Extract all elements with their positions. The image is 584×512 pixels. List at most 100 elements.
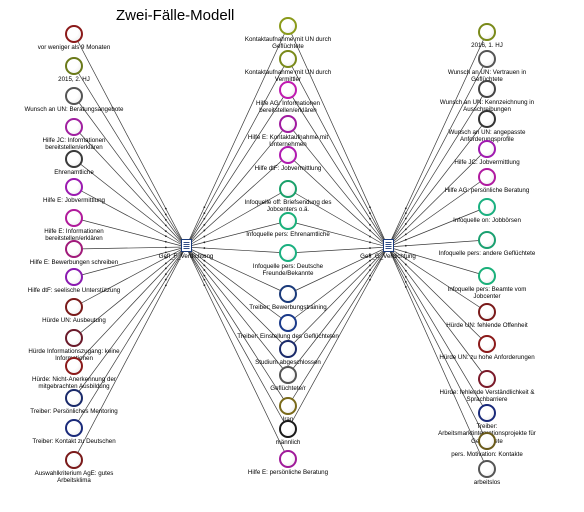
edge-r3-G [387, 118, 488, 248]
node-c1[interactable]: Kontaktaufnahme mit UN durch Vermittler [208, 50, 368, 84]
node-circle-icon [478, 80, 496, 98]
edge-arrow [369, 206, 371, 209]
node-l8[interactable]: Hilfe dtF: seelische Unterstützung [0, 268, 154, 294]
node-label: Treiber: Persönliches Mentoring [30, 408, 118, 415]
node-circle-icon [279, 81, 297, 99]
node-c11[interactable]: Geflüchtete/r [208, 366, 368, 392]
node-r8[interactable]: Infoquelle pers: Beamte vom Jobcenter [407, 267, 567, 301]
node-l3[interactable]: Hilfe JC: Informationen bereitstellen/er… [0, 118, 154, 152]
node-circle-icon [279, 366, 297, 384]
node-label: vor weniger als 9 Monaten [37, 44, 111, 51]
node-l7[interactable]: Hilfe E: Bewerbungen schreiben [0, 240, 154, 266]
node-r7[interactable]: Infoquelle pers: andere Geflüchtete [407, 231, 567, 257]
node-l13[interactable]: Treiber: Kontakt zu Deutschen [0, 419, 154, 445]
node-r9[interactable]: Hürde UN: fehlende Offenheit [407, 303, 567, 329]
node-circle-icon [65, 240, 83, 258]
node-l5[interactable]: Hilfe E: Jobvermittlung [0, 178, 154, 204]
edge-c9-F [185, 246, 289, 324]
edge-arrow [164, 284, 167, 287]
hub-F[interactable]: Gefl_F_Verdichtung [146, 239, 226, 260]
node-label: Infoquelle pers: Deutsche Freunde/Bekann… [252, 263, 324, 278]
node-l9[interactable]: Hürde UN: Ausbeutung [0, 298, 154, 324]
node-c12[interactable]: Iran [208, 397, 368, 423]
edge-l11-F [73, 246, 187, 367]
node-l12[interactable]: Treiber: Persönliches Mentoring [0, 389, 154, 415]
node-label: Hilfe AG: persönliche Beratung [444, 187, 530, 194]
edge-c7-G [287, 246, 389, 254]
edge-arrow [203, 259, 206, 262]
edge-arrow [203, 235, 206, 238]
edge-r0-G [387, 31, 488, 248]
edge-arrow [164, 235, 167, 238]
node-l6[interactable]: Hilfe E: Informationen bereitstellen/erk… [0, 209, 154, 243]
node-circle-icon [65, 150, 83, 168]
edge-c8-G [287, 246, 389, 295]
node-c10[interactable]: Studium abgeschlossen [208, 340, 368, 366]
node-r3[interactable]: Wunsch an UN: angepasste Anforderungspro… [407, 110, 567, 144]
node-label: Auswahlkriterium AgE: gutes Arbeitsklima [34, 470, 114, 485]
node-label: Hilfe E: persönliche Beratung [247, 469, 329, 476]
node-r2[interactable]: Wunsch an UN: Kennzeichnung in Ausschrei… [407, 80, 567, 114]
edge-c5-G [287, 188, 389, 248]
node-circle-icon [279, 17, 297, 35]
node-r1[interactable]: Wunsch an UN: Vertrauen in Geflüchtete [407, 50, 567, 84]
node-r0[interactable]: 2016, 1. HJ [407, 23, 567, 49]
node-c7[interactable]: Infoquelle pers: Deutsche Freunde/Bekann… [208, 244, 368, 278]
edge-l4-F [73, 158, 187, 248]
node-circle-icon [478, 110, 496, 128]
node-l14[interactable]: Auswahlkriterium AgE: gutes Arbeitsklima [0, 451, 154, 485]
edge-arrow [404, 233, 407, 236]
node-r13[interactable]: pers. Motivation: Kontakte [407, 432, 567, 458]
node-l0[interactable]: vor weniger als 9 Monaten [0, 25, 154, 51]
node-circle-icon [65, 389, 83, 407]
edge-c2-F [185, 89, 289, 248]
node-c5[interactable]: Infoquelle off: Briefsendung des Jobcent… [208, 180, 368, 214]
edge-arrow [369, 278, 371, 281]
node-l4[interactable]: Ehrenamtliche [0, 150, 154, 176]
node-r14[interactable]: arbeitslos [407, 460, 567, 486]
edge-c10-G [287, 246, 389, 350]
node-circle-icon [65, 329, 83, 347]
edge-c6-F [185, 220, 289, 248]
node-l2[interactable]: Wunsch an UN: Beratungsangebote [0, 87, 154, 113]
hub-G[interactable]: Gefl_G_Verdichtung [348, 239, 428, 260]
node-r11[interactable]: Hürde: fehlende Verständlichkeit & Sprac… [407, 370, 567, 404]
edge-arrow [203, 206, 206, 209]
edge-c5-F [185, 188, 289, 248]
node-label: Ehrenamtliche [54, 169, 94, 176]
node-r10[interactable]: Hürde UN: zu hohe Anforderungen [407, 335, 567, 361]
node-c9[interactable]: Treiber: Einstellung des Geflüchteten [208, 314, 368, 340]
node-c6[interactable]: Infoquelle pers: Ehrenamtliche [208, 212, 368, 238]
node-label: Hürde UN: zu hohe Anforderungen [439, 354, 535, 361]
edge-arrow [203, 264, 206, 267]
node-c4[interactable]: Hilfe dtF: Jobvermittlung [208, 146, 368, 172]
node-label: Hilfe E: Informationen bereitstellen/erk… [44, 228, 104, 243]
node-circle-icon [478, 432, 496, 450]
node-c8[interactable]: Treiber: Bewerbungstraining [208, 285, 368, 311]
node-circle-icon [65, 451, 83, 469]
edge-arrow [369, 259, 371, 262]
node-label: Hilfe AG: Informationen bereitstellen/er… [256, 100, 320, 115]
edge-arrow [404, 228, 407, 231]
node-circle-icon [279, 212, 297, 230]
node-c14[interactable]: Hilfe E: persönliche Beratung [208, 450, 368, 476]
node-label: Hürde UN: Ausbeutung [42, 317, 106, 324]
edge-c7-F [185, 246, 289, 254]
edge-c1-F [185, 58, 289, 248]
node-label: Infoquelle pers: andere Geflüchtete [438, 250, 536, 257]
node-c3[interactable]: Hilfe E: Kontaktaufnahme mit Unternehmen [208, 115, 368, 149]
node-r6[interactable]: Infoquelle on: Jobbörsen [407, 198, 567, 224]
node-l11[interactable]: Hürde: Nicht-Anerkennung der mitgebracht… [0, 357, 154, 391]
edge-l10-F [73, 246, 187, 339]
node-r5[interactable]: Hilfe AG: persönliche Beratung [407, 168, 567, 194]
edge-c10-F [185, 246, 289, 350]
node-c13[interactable]: männlich [208, 420, 368, 446]
node-c0[interactable]: Kontaktaufnahme mit UN durch Geflüchtete [208, 17, 368, 51]
node-l1[interactable]: 2015, 2. HJ [0, 57, 154, 83]
node-c2[interactable]: Hilfe AG: Informationen bereitstellen/er… [208, 81, 368, 115]
node-label: Hürde: fehlende Verständlichkeit & Sprac… [439, 389, 535, 404]
node-r4[interactable]: Hilfe JC: Jobvermittlung [407, 140, 567, 166]
node-circle-icon [478, 370, 496, 388]
edge-l6-F [73, 217, 187, 248]
node-circle-icon [279, 50, 297, 68]
